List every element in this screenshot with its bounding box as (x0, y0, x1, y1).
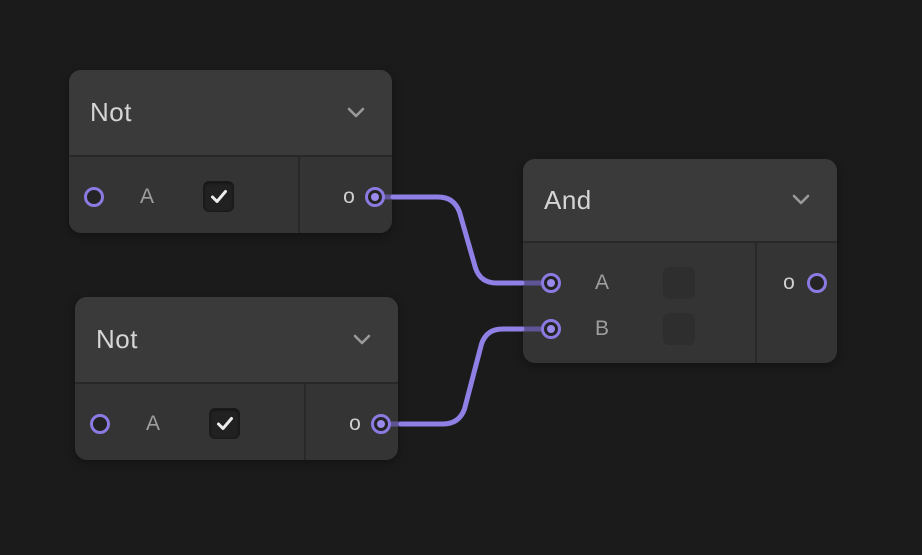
body-divider (755, 243, 757, 363)
node-header[interactable]: Not (75, 297, 398, 384)
node-title: Not (90, 97, 132, 127)
node-not-1[interactable]: Not A o (69, 70, 392, 233)
node-header[interactable]: Not (69, 70, 392, 157)
input-label-b: B (594, 317, 609, 340)
output-port-o[interactable] (807, 273, 827, 293)
body-divider (304, 384, 306, 460)
chevron-down-icon[interactable] (352, 334, 372, 346)
node-title: Not (96, 324, 138, 354)
body-divider (298, 157, 300, 233)
input-label-a: A (594, 271, 609, 294)
input-port-b[interactable] (541, 319, 561, 339)
checkbox-input-a[interactable] (209, 408, 240, 439)
wire-not2-to-and-b[interactable] (398, 326, 525, 427)
input-port-a[interactable] (90, 414, 110, 434)
node-and-1[interactable]: And A B o (523, 159, 837, 363)
input-label-a: A (145, 412, 160, 435)
checkmark-icon (210, 189, 227, 203)
connected-dot (371, 193, 379, 201)
value-box-a[interactable] (663, 267, 695, 299)
output-label-o: o (349, 412, 361, 435)
output-label-o: o (783, 271, 795, 294)
input-port-a[interactable] (541, 273, 561, 293)
chevron-down-icon[interactable] (346, 107, 366, 119)
node-not-2[interactable]: Not A o (75, 297, 398, 460)
output-label-o: o (343, 185, 355, 208)
value-box-b[interactable] (663, 313, 695, 345)
input-port-a[interactable] (84, 187, 104, 207)
node-title: And (544, 184, 592, 215)
checkmark-icon (216, 416, 233, 430)
output-port-o[interactable] (365, 187, 385, 207)
output-port-o[interactable] (371, 414, 391, 434)
checkbox-input-a[interactable] (203, 181, 234, 212)
input-label-a: A (139, 185, 154, 208)
connected-dot (547, 279, 555, 287)
chevron-down-icon[interactable] (791, 194, 811, 206)
wire-not1-to-and-a[interactable] (390, 194, 525, 286)
node-header[interactable]: And (523, 159, 837, 243)
connected-dot (377, 420, 385, 428)
connected-dot (547, 325, 555, 333)
